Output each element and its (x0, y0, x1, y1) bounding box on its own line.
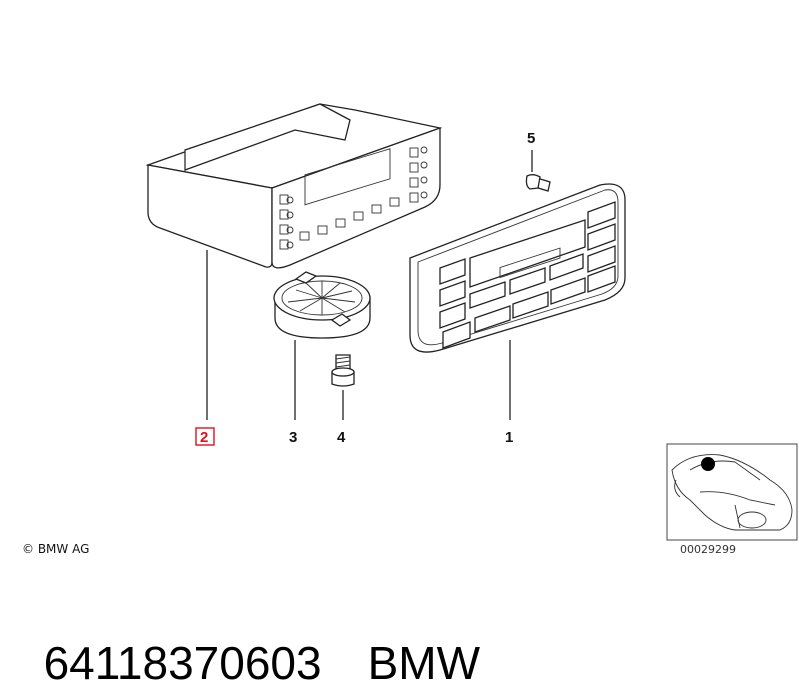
ring-part (273, 271, 371, 339)
brand-name: BMW (367, 637, 480, 689)
leader-lines (206, 150, 533, 420)
copyright-text: © BMW AG (22, 542, 89, 556)
callout-2-highlight-box (195, 427, 215, 446)
screw-part-4 (331, 354, 355, 387)
screw-part-5 (525, 174, 551, 192)
callout-1: 1 (505, 429, 513, 446)
control-unit-part (145, 103, 443, 269)
callout-5: 5 (527, 130, 535, 147)
part-number: 64118370603 (43, 637, 322, 689)
control-panel-part (409, 183, 626, 353)
parts-diagram: 2 3 4 1 5 © BMW AG 00029299 (22, 103, 798, 556)
callout-2: 2 (200, 429, 208, 446)
inset-reference-number: 00029299 (680, 543, 736, 556)
location-marker (701, 457, 715, 471)
callout-3: 3 (289, 429, 297, 446)
callout-4: 4 (337, 429, 346, 446)
footer-caption: 64118370603 BMW (18, 582, 480, 690)
vehicle-location-inset (666, 443, 798, 541)
